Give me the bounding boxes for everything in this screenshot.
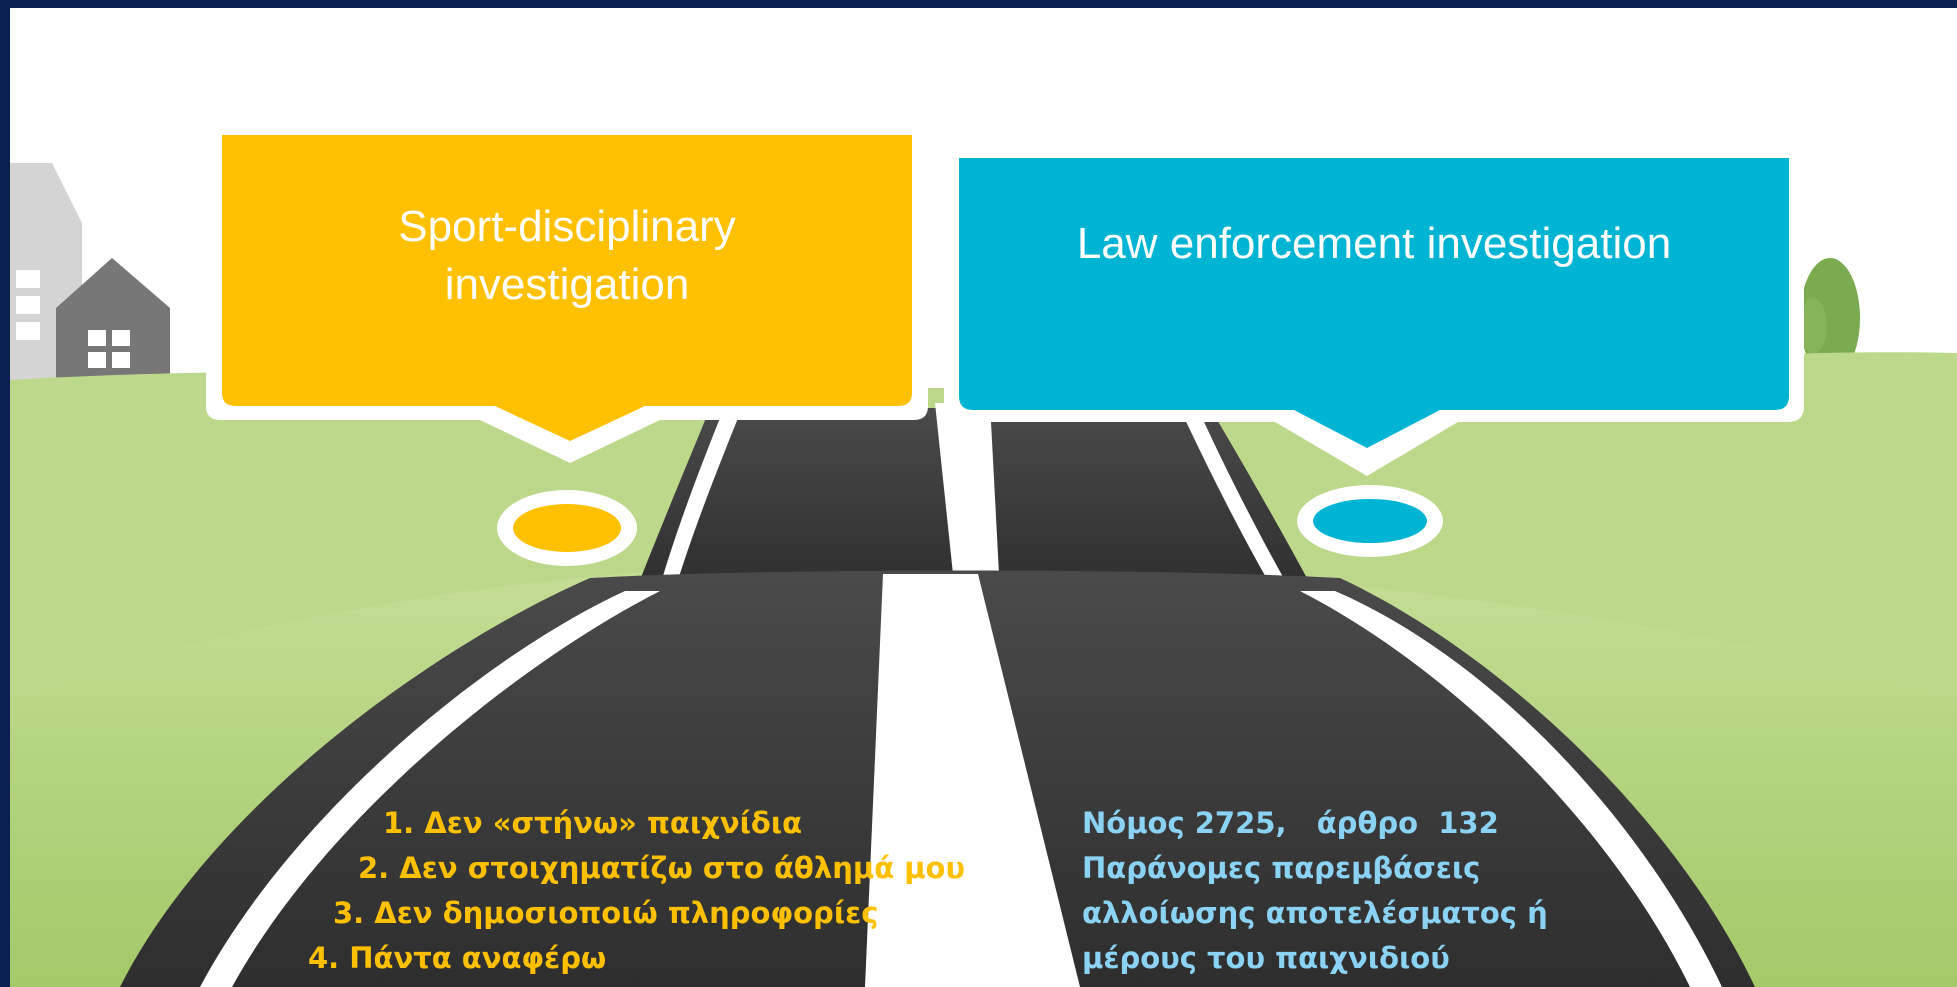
- law-callout-shape: [944, 150, 1804, 476]
- law-callout-title: Law enforcement investigation: [1076, 219, 1672, 268]
- road-scene-illustration: [10, 126, 1957, 987]
- road-near: [120, 570, 1755, 987]
- sport-callout-title: Sport-disciplinary investigation: [222, 198, 912, 314]
- road-far: [635, 403, 1315, 593]
- sport-title-line2: investigation: [444, 260, 690, 309]
- slide: Sport-disciplinary investigation Law enf…: [10, 8, 1957, 987]
- list-item: 2. Δεν στοιχηματίζω στο άθλημά μου: [358, 851, 966, 885]
- list-item: Νόμος 2725, άρθρο 132: [1082, 806, 1499, 840]
- list-item: 1. Δεν «στήνω» παιχνίδια: [383, 806, 803, 840]
- sport-callout-shape: [206, 126, 928, 463]
- sport-title-line1: Sport-disciplinary: [398, 202, 736, 251]
- list-item: μέρους του παιχνιδιού: [1082, 941, 1450, 975]
- sport-marker: [497, 490, 637, 566]
- list-item: Παράνομες παρεμβάσεις: [1082, 851, 1481, 885]
- law-marker: [1297, 485, 1443, 557]
- list-item: αλλοίωσης αποτελέσματος ή: [1082, 896, 1548, 930]
- list-item: 4. Πάντα αναφέρω: [308, 941, 607, 975]
- building-dark: [56, 258, 170, 398]
- list-item: 3. Δεν δημοσιοποιώ πληροφορίες: [333, 896, 879, 930]
